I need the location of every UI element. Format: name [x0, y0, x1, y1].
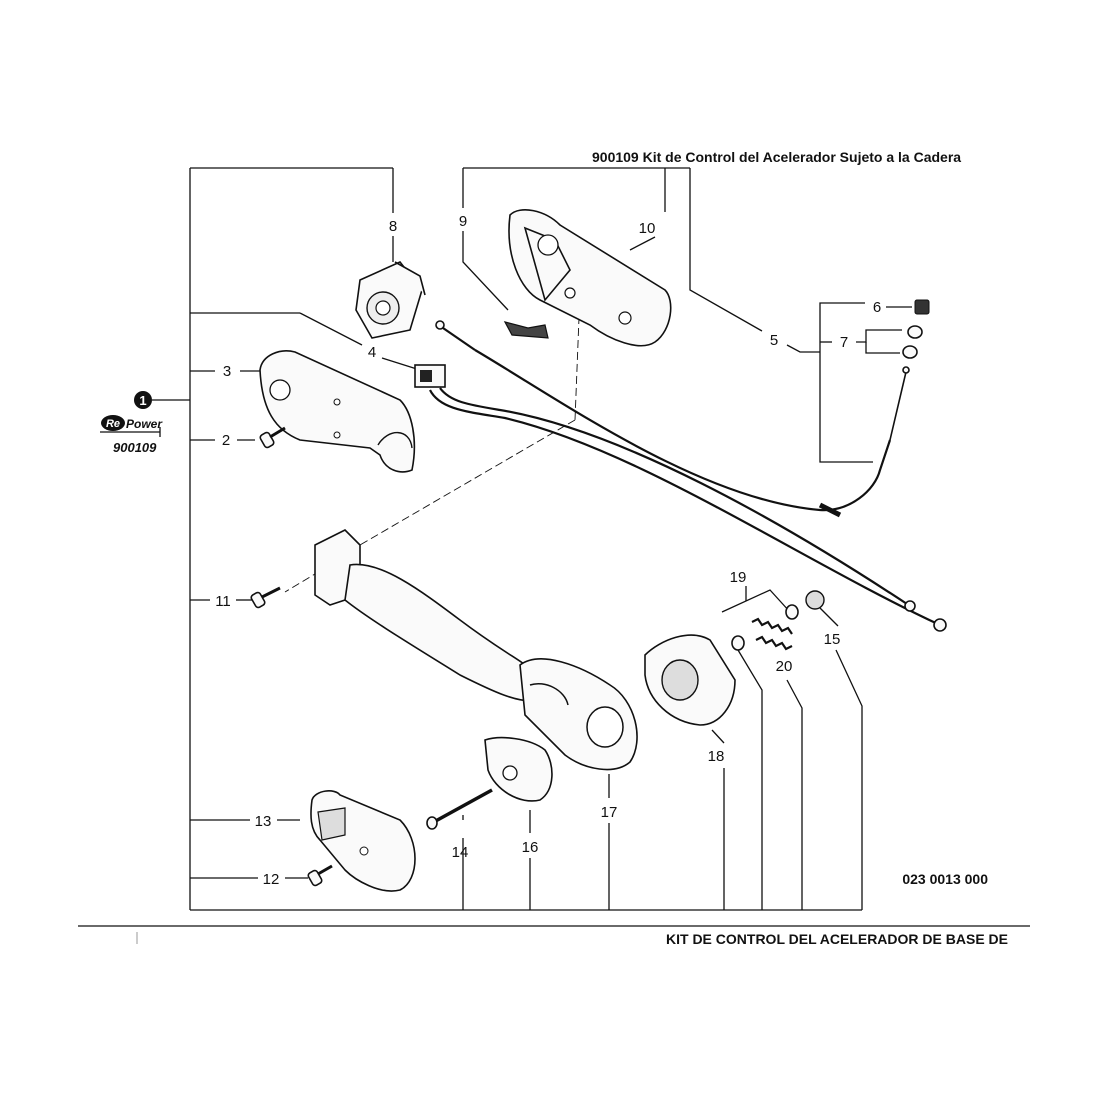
callout-17: 17	[601, 804, 618, 821]
throttle-cable-part	[435, 320, 910, 518]
brand-power: Power	[126, 417, 163, 431]
screw-part-12	[307, 864, 333, 887]
callout-9: 9	[459, 213, 467, 230]
contact-clip-part	[503, 321, 549, 339]
kit-title-top: 900109 Kit de Control del Acelerador Suj…	[592, 149, 961, 165]
callout-labels: 2 3 4 5 6 7 8 9 10 11 12 13 14 15 16 17 …	[215, 213, 881, 888]
callout-6: 6	[873, 299, 881, 316]
screw-part-2	[259, 426, 286, 449]
callout-16: 16	[522, 839, 539, 856]
screw-part-11	[250, 586, 281, 609]
callout-19: 19	[730, 569, 747, 586]
handle-grip-part	[314, 529, 638, 771]
bolt-part	[426, 788, 493, 830]
cable-nut-part	[914, 299, 930, 315]
spring-part	[751, 617, 793, 651]
callout-5: 5	[770, 332, 778, 349]
handle-half-part	[508, 209, 672, 347]
leader-lines	[190, 168, 912, 910]
footer-title: KIT DE CONTROL DEL ACELERADOR DE BASE DE	[666, 931, 1008, 947]
callout-13: 13	[255, 813, 272, 830]
diagram-frame	[189, 167, 862, 911]
brand-re: Re	[106, 418, 120, 430]
end-cap-part	[805, 590, 825, 610]
callout-15: 15	[824, 631, 841, 648]
callout-18: 18	[708, 748, 725, 765]
callout-12: 12	[263, 871, 280, 888]
callout-7: 7	[840, 334, 848, 351]
callout-8: 8	[389, 218, 397, 235]
callout-10: 10	[639, 220, 656, 237]
cam-disc-part	[484, 736, 553, 802]
kit-part-number: 900109	[113, 440, 157, 455]
callout-4: 4	[368, 344, 376, 361]
page-footer: KIT DE CONTROL DEL ACELERADOR DE BASE DE	[78, 925, 1030, 947]
trigger-housing-part	[644, 634, 736, 726]
handle-cover-part	[259, 350, 416, 473]
potentiometer-part	[355, 261, 426, 339]
washer-parts-7	[902, 325, 923, 359]
switch-part	[414, 364, 947, 632]
washer-parts-19	[731, 604, 799, 651]
kit-index: 1	[139, 393, 146, 408]
callout-14: 14	[452, 844, 469, 861]
drawing-number: 023 0013 000	[902, 871, 988, 887]
callout-2: 2	[222, 432, 230, 449]
callout-3: 3	[223, 363, 231, 380]
repower-kit-logo: 1 Re Power 900109	[100, 391, 190, 455]
callout-20: 20	[776, 658, 793, 675]
callout-11: 11	[215, 593, 231, 610]
lever-cover-part	[310, 790, 416, 892]
